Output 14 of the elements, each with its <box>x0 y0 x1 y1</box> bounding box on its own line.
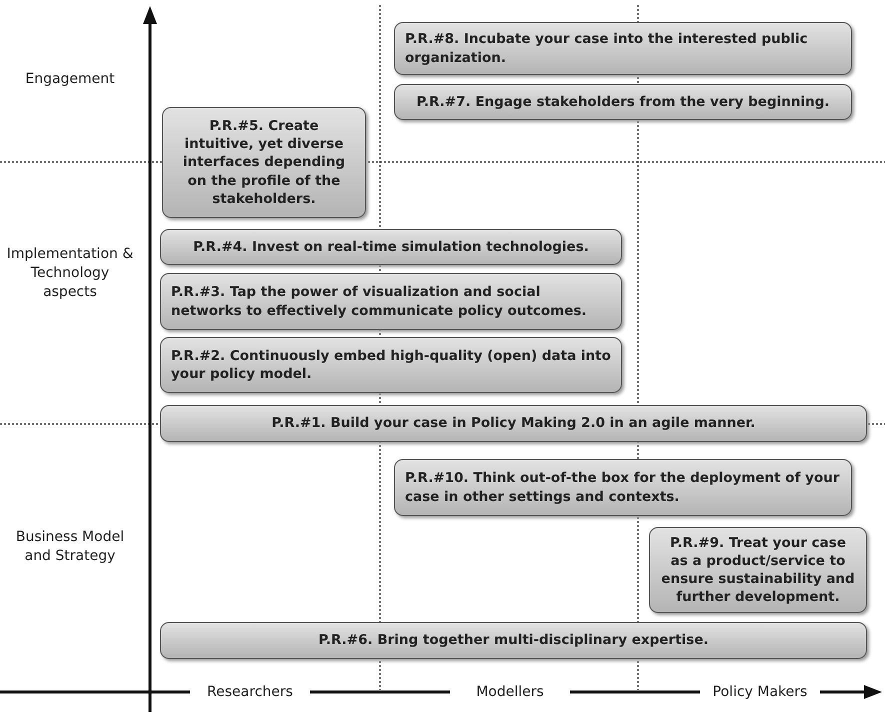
recommendation-box: P.R.#4. Invest on real-time simulation technologies. <box>160 229 622 265</box>
recommendation-box: P.R.#6. Bring together multi-disciplinary expertise. <box>160 622 867 659</box>
column-label: Policy Makers <box>700 683 820 702</box>
recommendation-box: P.R.#2. Continuously embed high-quality (open) data into your policy model. <box>160 337 622 393</box>
recommendation-box: P.R.#7. Engage stakeholders from the very beginning. <box>394 84 852 120</box>
recommendation-box: P.R.#1. Build your case in Policy Making 2.0 in an agile manner. <box>160 405 867 442</box>
row-label: Engagement <box>24 70 116 89</box>
row-label: Business Model and Strategy <box>14 528 126 566</box>
recommendation-box: P.R.#10. Think out-of-the box for the deployment of your case in other settings and contexts. <box>394 459 852 516</box>
row-label: Implementation & Technology aspects <box>6 245 134 302</box>
recommendation-box: P.R.#3. Tap the power of visualization and social networks to effectively communicate policy outcomes. <box>160 273 622 330</box>
recommendation-box: P.R.#8. Incubate your case into the interested public organization. <box>394 22 852 75</box>
recommendation-box: P.R.#9. Treat your case as a product/service to ensure sustainability and further development. <box>649 527 867 613</box>
recommendation-box: P.R.#5. Create intuitive, yet diverse interfaces depending on the profile of the stakeholders. <box>162 107 366 218</box>
